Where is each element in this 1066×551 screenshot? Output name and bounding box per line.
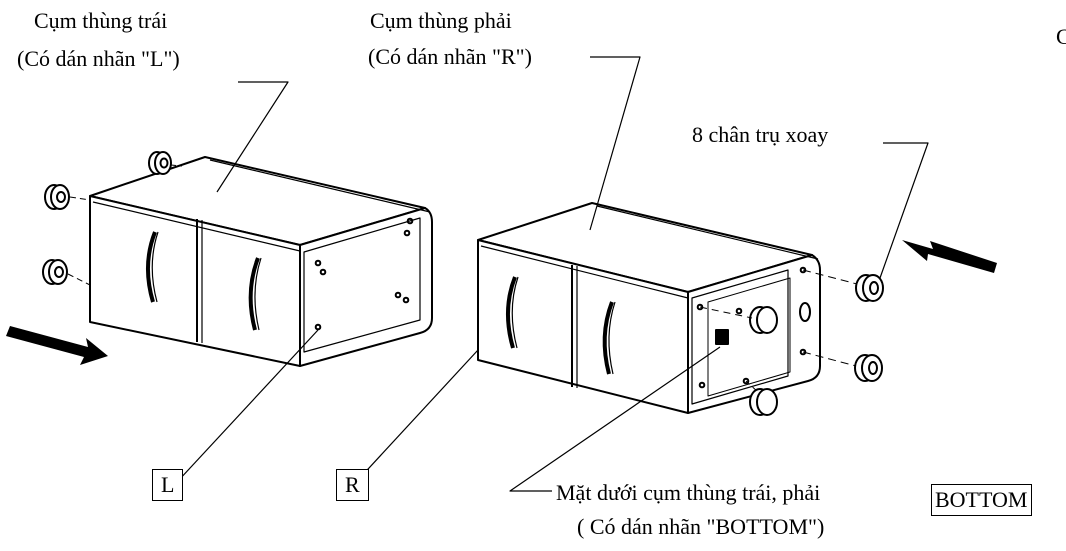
- bottom-face-label: Mặt dưới cụm thùng trái, phải: [556, 480, 821, 505]
- bottom-face-note: ( Có dán nhãn "BOTTOM"): [577, 514, 825, 539]
- right-casters: [699, 269, 884, 416]
- left-casters: [42, 151, 183, 286]
- right-cabinet-note: (Có dán nhãn "R"): [368, 44, 532, 69]
- right-cabinet: [477, 202, 821, 414]
- edge-character: C: [1056, 24, 1066, 49]
- right-cabinet-title: Cụm thùng phải: [370, 8, 512, 33]
- tag-l: L: [152, 469, 184, 501]
- tag-r: R: [336, 469, 369, 501]
- left-cabinet-note: (Có dán nhãn "L"): [17, 46, 180, 71]
- casters-label: 8 chân trụ xoay: [692, 122, 829, 147]
- left-cabinet: [89, 156, 433, 367]
- leader-lines: [177, 56, 929, 492]
- arrow-right-icon: [6, 326, 108, 365]
- direction-arrows: [6, 240, 997, 365]
- left-cabinet-title: Cụm thùng trái: [34, 8, 168, 33]
- tag-bottom: BOTTOM: [931, 484, 1032, 516]
- arrow-left-icon: [902, 240, 997, 273]
